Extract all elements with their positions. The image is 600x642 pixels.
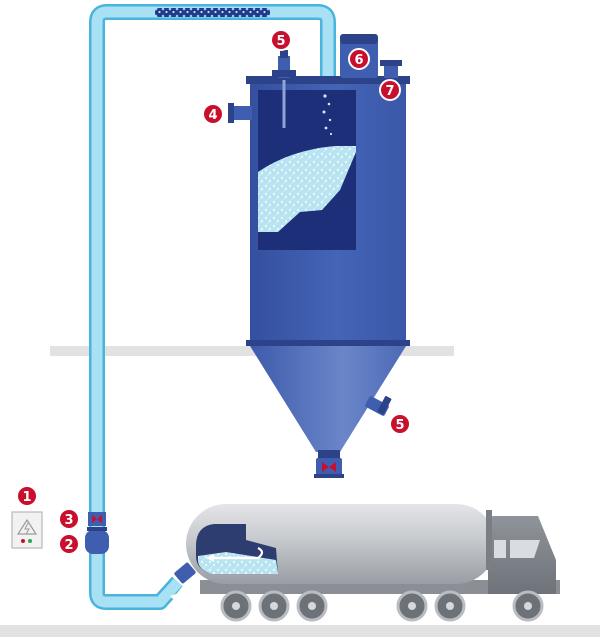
inlet-nozzle — [228, 103, 252, 123]
butterfly-valve-icon — [314, 458, 344, 478]
pump — [85, 527, 109, 554]
air-bubbles — [322, 94, 333, 136]
marker-5-cone: 5 — [389, 413, 411, 435]
marker-label: 2 — [64, 538, 73, 553]
tanker-truck — [174, 504, 560, 622]
marker-6: 6 — [348, 48, 370, 70]
lightning-warning-icon — [16, 518, 38, 535]
silo-flange — [246, 340, 410, 346]
marker-label: 7 — [385, 84, 394, 99]
conveying-pipe — [89, 4, 336, 610]
stored-powder — [258, 146, 356, 232]
pipe-valve — [88, 512, 106, 526]
ground-floor — [0, 625, 600, 637]
marker-label: 5 — [395, 418, 404, 433]
marker-label: 1 — [22, 490, 31, 505]
marker-label: 5 — [276, 34, 285, 49]
top-sensor — [272, 50, 296, 78]
tank-flow-arrow — [206, 554, 214, 562]
pressure-relief-valve — [380, 60, 402, 78]
marker-label: 4 — [208, 108, 217, 123]
cone-outlet — [318, 450, 340, 458]
marker-5-top: 5 — [270, 29, 292, 51]
silo-roof — [246, 76, 410, 84]
flow-arrow-icon — [170, 592, 182, 602]
cone-sensor — [365, 395, 392, 416]
marker-4: 4 — [202, 103, 224, 125]
marker-1: 1 — [16, 485, 38, 507]
marker-label: 6 — [354, 53, 363, 68]
marker-3: 3 — [58, 508, 80, 530]
control-panel — [11, 511, 43, 549]
upper-floor — [50, 346, 454, 356]
marker-label: 3 — [64, 513, 73, 528]
material-flow-segment — [155, 8, 270, 17]
marker-2: 2 — [58, 533, 80, 555]
silo — [228, 34, 410, 478]
marker-7: 7 — [379, 79, 401, 101]
silo-cone — [250, 346, 406, 452]
